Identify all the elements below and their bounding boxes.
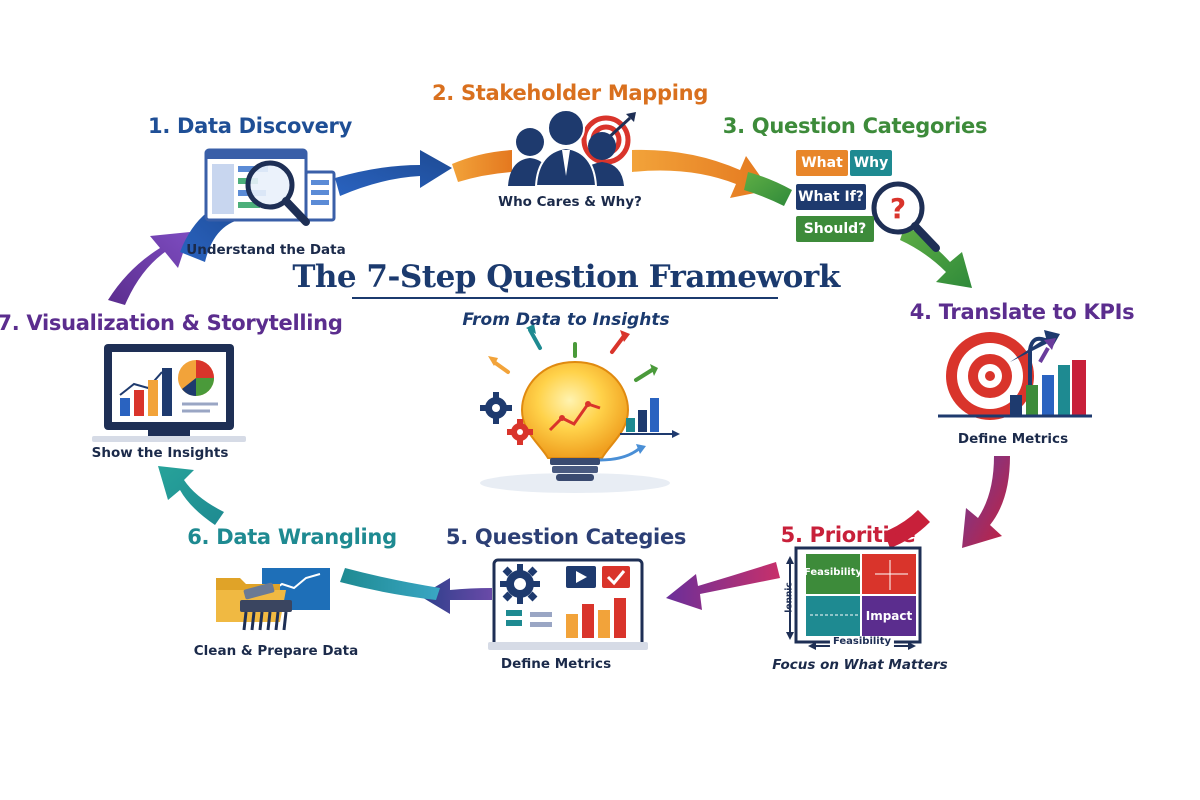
step-6-subtitle: Clean & Prepare Data	[193, 643, 359, 659]
folder-brush-icon	[216, 568, 330, 631]
arrow-prioritize-to-categories	[666, 562, 780, 610]
step-5b-title: 5. Question Categies	[445, 525, 687, 549]
chip-what-if: What If?	[796, 184, 866, 210]
matrix-y-label: lennic	[784, 582, 795, 613]
target-bar-chart-icon	[938, 330, 1092, 420]
arrow-2-to-3	[452, 149, 770, 198]
matrix-x-label: Feasibility	[829, 637, 895, 647]
people-target-icon	[508, 109, 636, 187]
gear-dashboard-icon	[488, 558, 648, 650]
step-2-subtitle: Who Cares & Why?	[498, 194, 642, 210]
chip-what: What	[796, 150, 848, 176]
monitor-chart-icon	[92, 344, 246, 442]
arrow-3-to-4	[744, 172, 972, 288]
question-cards-icon: ?	[871, 181, 940, 252]
step-4-title: 4. Translate to KPIs	[909, 300, 1135, 324]
page-subtitle: From Data to Insights	[462, 310, 670, 330]
step-1-title: 1. Data Discovery	[148, 114, 352, 138]
page-title: The 7-Step Question Framework	[292, 259, 840, 295]
chip-why: Why	[850, 150, 892, 176]
chip-should: Should?	[796, 216, 874, 242]
lightbulb-insight-icon	[480, 324, 680, 493]
arrow-7-to-1	[108, 232, 190, 305]
step-4-subtitle: Define Metrics	[957, 431, 1069, 447]
step-1-subtitle: Understand the Data	[186, 242, 346, 258]
svg-text:?: ?	[890, 192, 906, 225]
step-7-title: 7. Visualization & Storytelling	[0, 311, 343, 335]
arrow-6-to-7	[158, 466, 224, 525]
step-6-title: 6. Data Wrangling	[187, 525, 397, 549]
arrow-4-to-5	[884, 456, 1010, 548]
step-5b-subtitle: Define Metrics	[500, 656, 612, 672]
arrow-categories-to-wrangling	[420, 578, 492, 614]
matrix-cell-impact: Impact	[865, 609, 913, 623]
step-3-title: 3. Question Categories	[722, 114, 988, 138]
step-5-subtitle: Focus on What Matters	[772, 657, 948, 673]
step-2-title: 2. Stakeholder Mapping	[431, 81, 709, 105]
priority-matrix-icon	[786, 546, 922, 650]
magnifier-dashboard-icon	[204, 148, 336, 226]
step-5-title: 5. Prioritize	[780, 523, 916, 547]
matrix-cell-feasibility: Feasibility	[803, 567, 863, 578]
step-7-subtitle: Show the Insights	[91, 445, 229, 461]
arrow-wrangling-to-left	[340, 568, 440, 600]
